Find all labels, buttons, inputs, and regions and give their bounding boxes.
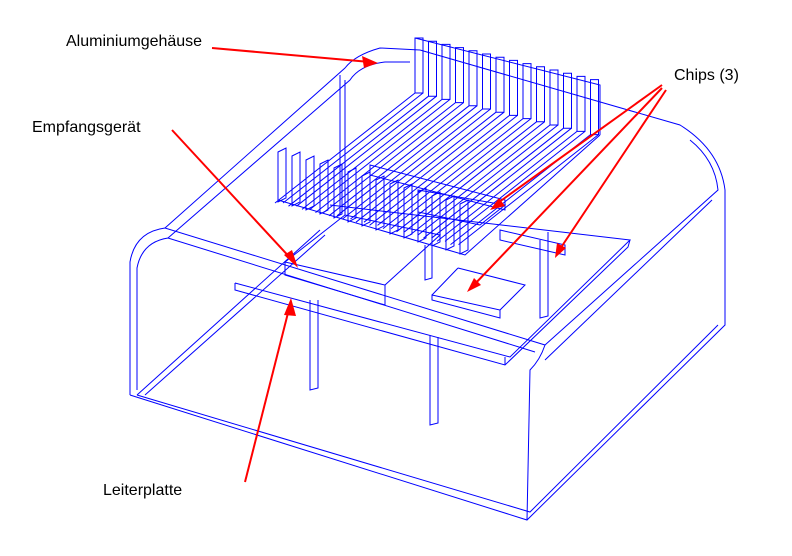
fin [355, 56, 505, 223]
fin [436, 75, 586, 242]
fin [301, 43, 451, 210]
label-housing: Aluminiumgehäuse [66, 33, 203, 50]
arrow-housing [211, 47, 371, 63]
fin [305, 155, 315, 211]
label-receiver: Empfangsgerät [32, 119, 141, 136]
arrow-chip-1 [494, 84, 663, 206]
fin [431, 191, 441, 247]
arrows [171, 47, 667, 483]
housing-wireframe [129, 47, 726, 521]
fin [409, 69, 559, 236]
fin [288, 40, 437, 207]
fin [333, 163, 343, 219]
fin [361, 171, 371, 227]
arrow-chip-3 [557, 89, 667, 253]
label-pcb: Leiterplatte [103, 482, 183, 499]
fin [328, 50, 478, 217]
fin [423, 72, 572, 239]
label-chips: Chips (3) [674, 67, 739, 84]
fin [319, 159, 329, 215]
fin [369, 59, 518, 226]
arrow-chip-2 [471, 87, 663, 288]
fin [459, 199, 469, 255]
fin [274, 37, 424, 204]
fin [375, 175, 385, 231]
fin [342, 53, 491, 220]
fin [450, 79, 599, 245]
fin [291, 151, 301, 207]
fin [277, 147, 287, 203]
arrow-pcb [244, 304, 291, 483]
fin [347, 167, 357, 223]
heat-sink-fins [274, 37, 601, 256]
fin [277, 37, 601, 256]
fin [315, 47, 464, 213]
arrow-receiver [171, 129, 295, 263]
fin [369, 164, 506, 211]
fin [396, 66, 545, 233]
fin [382, 63, 532, 229]
fin [445, 195, 455, 251]
